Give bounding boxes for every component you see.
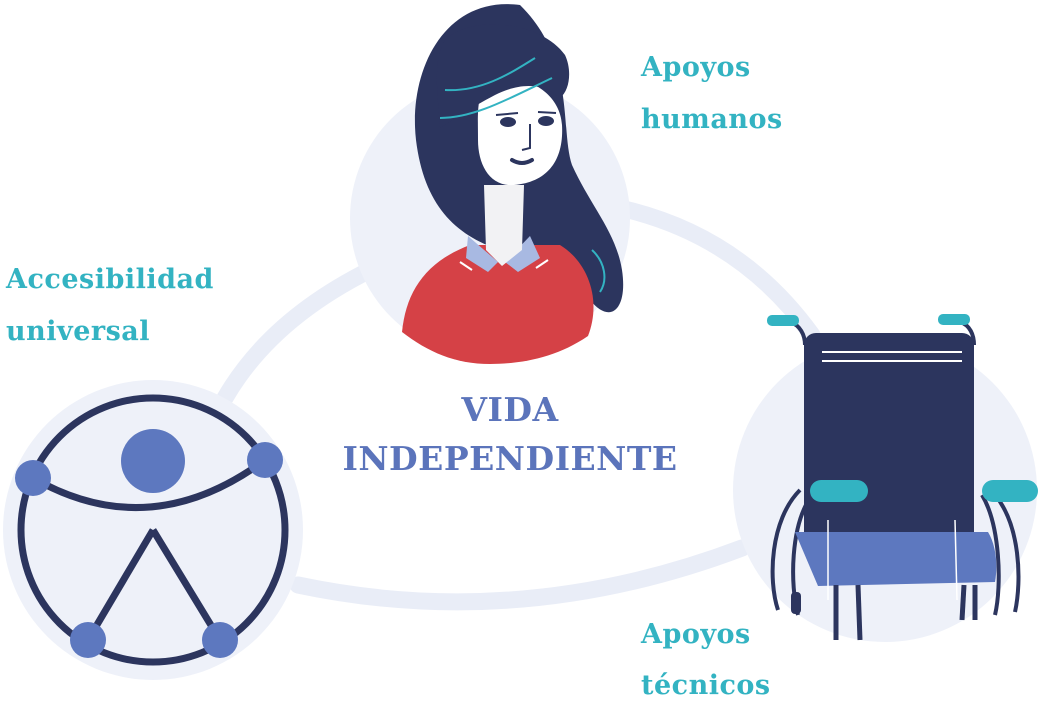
universal-access-icon (3, 380, 303, 680)
label-technical-supports: Apoyos técnicos (641, 621, 771, 699)
center-title: VIDA INDEPENDIENTE (330, 393, 690, 475)
label-human-supports-line2: humanos (641, 104, 783, 135)
label-universal-accessibility-line2: universal (6, 316, 151, 347)
center-title-line2: INDEPENDIENTE (342, 439, 678, 478)
connector-ring (216, 199, 821, 611)
center-title-line1: VIDA (461, 390, 559, 429)
wheelchair-icon (733, 314, 1038, 642)
label-universal-accessibility-line1: Accesibilidad (6, 264, 214, 295)
label-technical-supports-line2: técnicos (641, 670, 771, 701)
woman-portrait-icon (350, 4, 630, 364)
label-technical-supports-line1: Apoyos (641, 619, 751, 650)
label-human-supports-line1: Apoyos (641, 52, 751, 83)
label-universal-accessibility: Accesibilidad universal (6, 266, 214, 345)
label-human-supports: Apoyos humanos (641, 54, 783, 133)
